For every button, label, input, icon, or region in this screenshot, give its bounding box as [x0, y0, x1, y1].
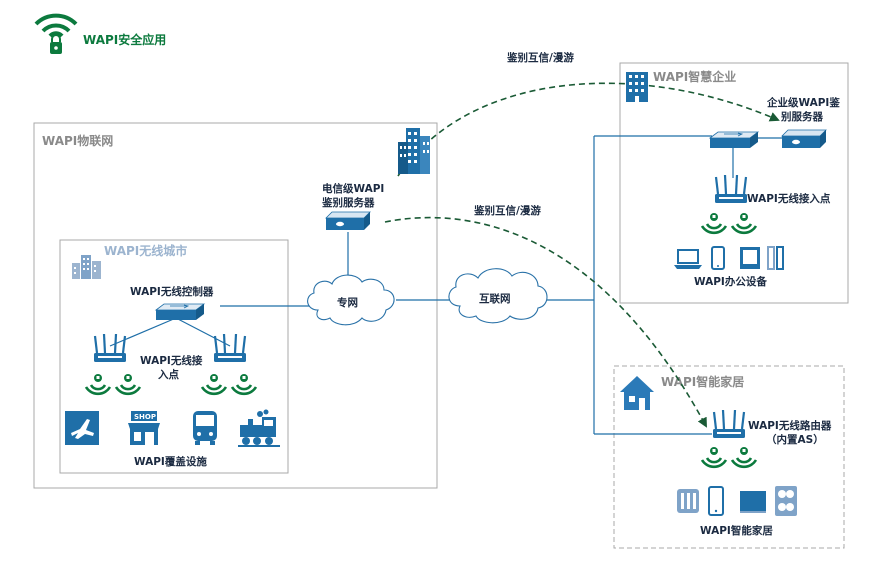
home-router-label-2: （内置AS）	[766, 433, 824, 446]
telecom-server-label-2: 鉴别服务器	[321, 196, 375, 209]
enterprise-group-label: WAPI智慧企业	[653, 69, 736, 84]
home-devices-label: WAPI智能家居	[700, 524, 773, 537]
page-title: WAPI安全应用	[83, 32, 166, 47]
enterprise-switch	[709, 131, 759, 149]
tv-icon	[740, 491, 766, 513]
city-group-label: WAPI无线城市	[104, 243, 187, 258]
wireless-controller	[155, 303, 205, 321]
city-ap-label-1: WAPI无线接	[140, 354, 203, 367]
wifi-lock-icon	[730, 211, 758, 235]
private-network-cloud	[307, 274, 395, 326]
internet-cloud	[448, 268, 548, 324]
home-router-label-1: WAPI无线路由器	[748, 419, 832, 432]
shop-icon: SHOP	[128, 411, 160, 445]
wifi-lock-icon	[84, 372, 112, 396]
wifi-lock-icon	[114, 372, 142, 396]
coverage-label: WAPI覆盖设施	[134, 455, 207, 468]
enterprise-access-point	[713, 173, 749, 205]
telecom-server-label-1: 电信级WAPI	[322, 182, 384, 195]
controller-label: WAPI无线控制器	[130, 285, 214, 298]
wifi-lock-icon	[730, 445, 758, 469]
phone-side-icon	[767, 246, 784, 270]
wifi-lock-icon	[34, 13, 78, 54]
office-devices-label: WAPI办公设备	[694, 275, 767, 288]
building-icon	[398, 128, 430, 174]
roaming-arc-mid	[384, 216, 707, 428]
city-access-point-left	[92, 332, 128, 364]
internet-label: 互联网	[479, 292, 511, 305]
home-icon	[620, 376, 654, 410]
private-network-label: 专网	[337, 296, 358, 309]
enterprise-ap-label: WAPI无线接入点	[747, 192, 831, 205]
enterprise-frame	[619, 62, 849, 304]
roaming-label-mid: 鉴别互信/漫游	[473, 204, 541, 217]
roaming-arc-top	[397, 82, 780, 177]
smartphone-icon	[708, 486, 724, 516]
city-frame	[59, 239, 289, 474]
speaker-icon	[775, 486, 797, 516]
airport-icon	[65, 411, 99, 445]
train-icon	[238, 409, 280, 447]
city-access-point-right	[212, 332, 248, 364]
iot-group-label: WAPI物联网	[42, 133, 113, 148]
city-ap-label-2: 入点	[158, 368, 179, 381]
iot-frame	[33, 122, 438, 489]
home-group-label: WAPI智能家居	[661, 374, 744, 389]
wifi-lock-icon	[700, 211, 728, 235]
enterprise-server-label-2: 别服务器	[780, 110, 823, 123]
home-frame	[613, 365, 845, 549]
tablet-icon	[740, 247, 760, 269]
enterprise-building-icon	[626, 72, 648, 102]
wired-links	[109, 135, 782, 435]
bus-icon	[193, 411, 217, 445]
home-wireless-router	[711, 408, 747, 440]
wifi-lock-icon	[200, 372, 228, 396]
shop-sign-text: SHOP	[134, 413, 156, 421]
enterprise-auth-server	[781, 129, 827, 149]
city-buildings-icon	[72, 255, 101, 279]
wifi-lock-icon	[230, 372, 258, 396]
air-conditioner-icon	[677, 489, 699, 513]
roaming-label-top: 鉴别互信/漫游	[506, 51, 574, 64]
phone-icon	[711, 246, 725, 270]
enterprise-server-label-1: 企业级WAPI鉴	[766, 96, 840, 109]
laptop-icon	[674, 249, 702, 269]
telecom-auth-server	[325, 211, 371, 231]
wifi-lock-icon	[700, 445, 728, 469]
